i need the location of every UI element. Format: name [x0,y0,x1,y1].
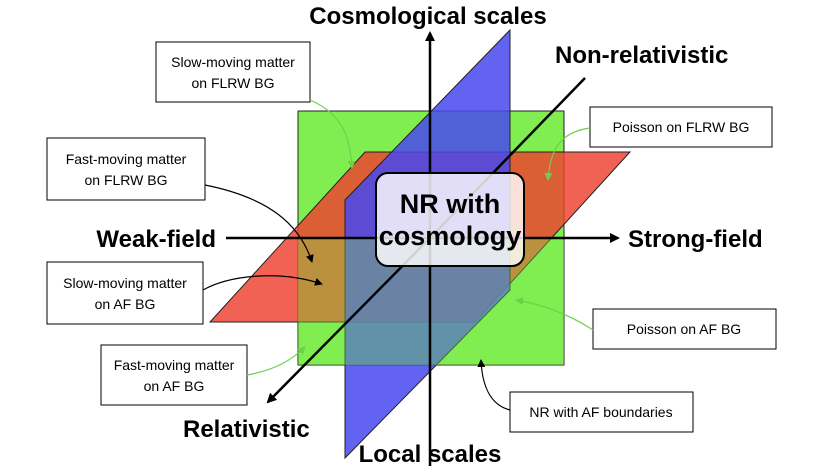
center-box [375,172,525,267]
annotation-nr-af-line1: NR with AF boundaries [529,404,672,420]
annotation-poisson-af-box [592,308,777,350]
annotation-slow-af-arrow [202,275,323,291]
annotation-poisson-flrw-line1: Poisson on FLRW BG [613,119,750,135]
center-label-line2: cosmology [379,221,522,251]
annotation-fast-af-arrow [246,346,306,376]
axis-label-right: Strong-field [628,226,763,253]
annotation-nr-af-box [509,391,694,433]
annotation-fast-flrw-arrow [204,184,314,263]
annotation-slow-flrw-line2: on FLRW BG [192,75,275,91]
annotation-fast-flrw-line1: Fast-moving matter [66,151,187,167]
axis-label-lower-left: Relativistic [183,416,310,443]
annotation-slow-af-box [46,261,204,325]
annotation-poisson-af-line1: Poisson on AF BG [627,321,741,337]
annotation-fast-af-line2: on AF BG [144,378,205,394]
axis-label-bottom: Local scales [359,441,502,467]
annotation-slow-flrw-box [155,41,311,103]
annotation-slow-af-line1: Slow-moving matter [63,275,187,291]
annotation-poisson-flrw-arrow [544,127,591,181]
annotation-fast-af-line1: Fast-moving matter [114,357,235,373]
axis-label-left: Weak-field [96,226,216,253]
annotation-nr-af-arrow [477,359,511,411]
annotation-slow-af-line2: on AF BG [95,296,156,312]
annotation-fast-flrw-box [46,137,206,201]
axis-label-top: Cosmological scales [309,3,546,30]
annotation-slow-flrw-arrow [309,99,356,169]
annotation-slow-flrw-line1: Slow-moving matter [171,54,295,70]
annotation-fast-flrw-line2: on FLRW BG [85,172,168,188]
annotation-poisson-af-arrow [515,297,594,331]
center-label-line1: NR with [400,189,501,219]
annotation-fast-af-box [100,344,248,406]
annotation-poisson-flrw-box [589,106,773,148]
axis-label-upper-right: Non-relativistic [555,42,728,69]
